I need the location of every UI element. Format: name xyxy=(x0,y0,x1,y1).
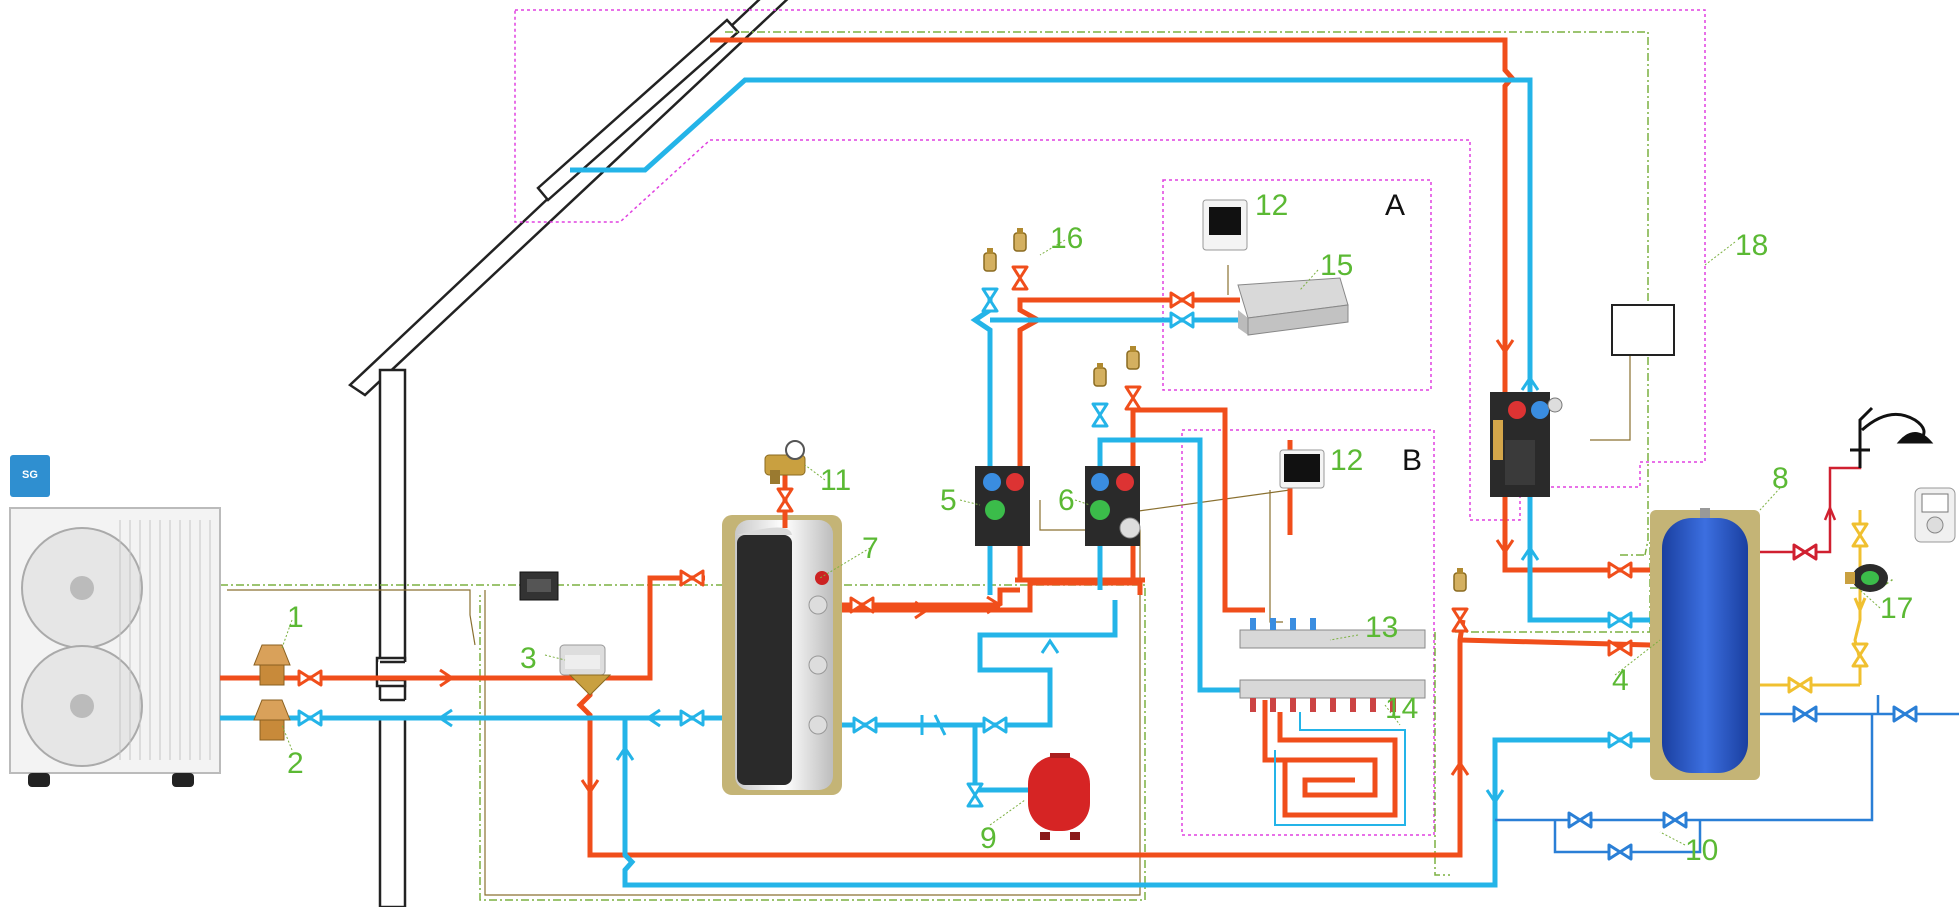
buffer-tank-icon xyxy=(722,515,842,795)
three-way-valve-icon xyxy=(559,644,612,696)
label-15: 15 xyxy=(1320,249,1353,282)
pump-station-6-icon xyxy=(1085,466,1141,546)
brand-badge-label: SG xyxy=(22,469,38,481)
dhw-hot-outlet xyxy=(1760,440,1862,554)
label-11: 11 xyxy=(820,464,851,497)
expansion-vessel-icon xyxy=(1028,753,1090,840)
sensor-wiring xyxy=(227,265,1631,896)
label-4: 4 xyxy=(1612,664,1629,697)
label-10: 10 xyxy=(1685,834,1718,867)
label-7: 7 xyxy=(862,532,879,565)
zone-b-boundary xyxy=(1181,429,1435,836)
dhw-cylinder-icon xyxy=(1650,508,1760,780)
label-8: 8 xyxy=(1772,462,1789,495)
recirculation-pump-icon xyxy=(1845,564,1888,592)
shower-head-icon xyxy=(1850,406,1934,468)
label-5: 5 xyxy=(940,484,957,517)
check-valve-icon xyxy=(920,714,947,736)
pump-station-5-icon xyxy=(975,466,1030,546)
label-17: 17 xyxy=(1880,592,1913,625)
solar-coil-return xyxy=(1527,497,1650,623)
thermostat-icon-b xyxy=(1279,449,1325,489)
solar-return-pipe xyxy=(570,77,1533,475)
ball-valves-cold xyxy=(297,311,1633,749)
label-3: 3 xyxy=(520,642,537,675)
floor-return-line xyxy=(1274,712,1406,826)
floor-heating-loop-icon xyxy=(1277,712,1398,818)
thermostat-icon-a xyxy=(1202,199,1248,251)
solar-flow-pipe xyxy=(710,37,1516,475)
safety-valve-icon xyxy=(253,644,291,741)
label-2: 2 xyxy=(287,747,304,780)
solar-pump-station-icon xyxy=(1490,392,1563,497)
label-18: 18 xyxy=(1735,229,1768,262)
label-9: 9 xyxy=(980,822,997,855)
solar-zone-boundary xyxy=(514,9,1706,521)
zone-b-label: B xyxy=(1402,444,1422,477)
brand-badge: SG xyxy=(10,455,50,497)
label-leaders xyxy=(281,239,1881,846)
zone-labels: A B xyxy=(1385,189,1422,477)
wall-socket-icon xyxy=(1914,487,1956,543)
label-12-b: 12 xyxy=(1330,444,1363,477)
heat-pump-coil-flow xyxy=(1459,637,1651,648)
label-13: 13 xyxy=(1365,611,1398,644)
label-12-a: 12 xyxy=(1255,189,1288,222)
solar-coil-flow xyxy=(1502,497,1650,573)
zone-a-boundary xyxy=(1162,179,1432,391)
solar-controller-box xyxy=(1611,304,1675,356)
manifold-icon xyxy=(1239,618,1426,712)
safety-group-icon xyxy=(764,440,806,528)
component-numbers: 1 2 3 4 5 6 7 8 9 10 11 12 12 13 14 15 1… xyxy=(287,189,1913,867)
label-1: 1 xyxy=(287,601,304,634)
dhw-mixing-line xyxy=(1760,510,1867,687)
zone-a-label: A xyxy=(1385,189,1405,222)
fan-coil-icon xyxy=(1237,277,1349,336)
heat-pump-controller-icon xyxy=(519,571,559,601)
label-6: 6 xyxy=(1058,484,1075,517)
heat-pump-unit-icon xyxy=(9,507,221,787)
label-14: 14 xyxy=(1385,692,1418,725)
label-16: 16 xyxy=(1050,222,1083,255)
